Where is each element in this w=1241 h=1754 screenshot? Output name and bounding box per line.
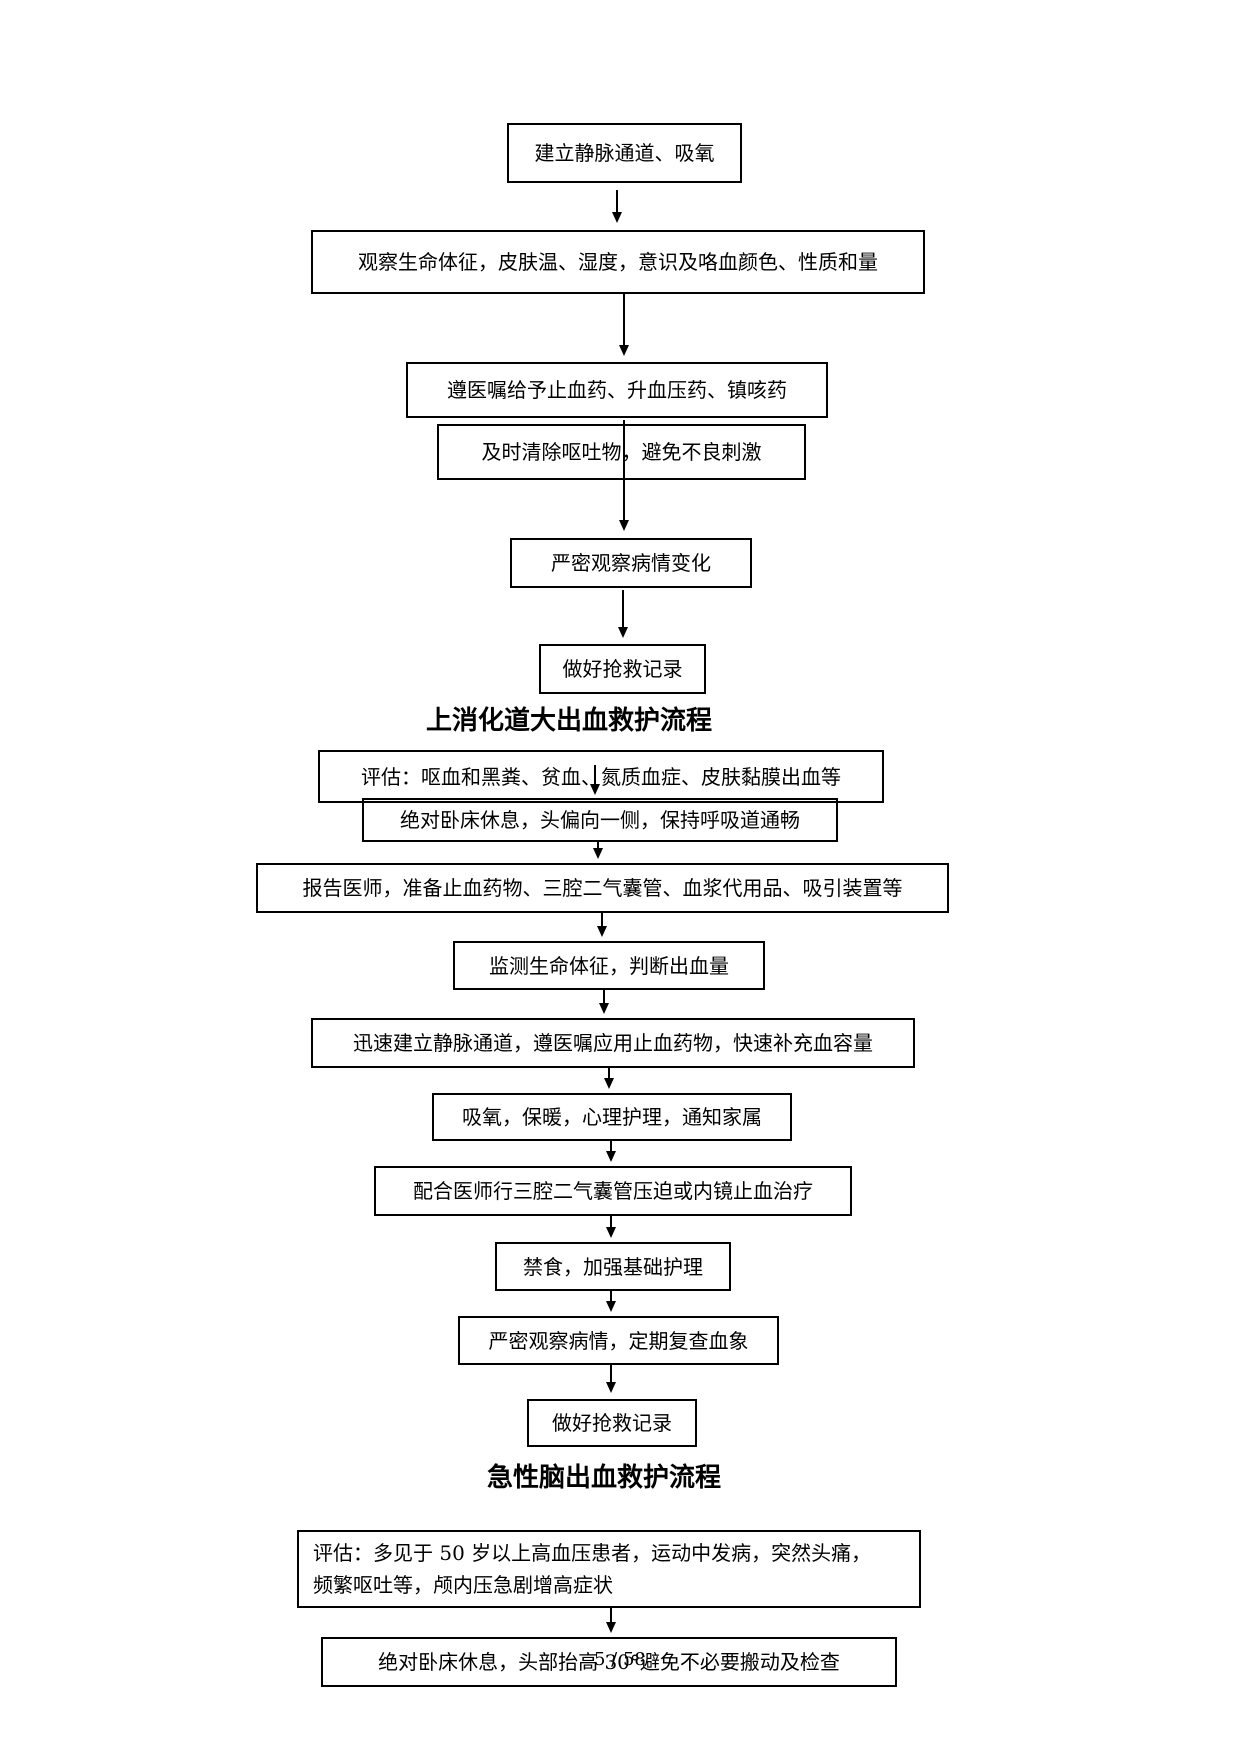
flow2-step-label: 评估：呕血和黑粪、贫血、氮质血症、皮肤黏膜出血等 — [361, 764, 841, 789]
flow2-step-label: 做好抢救记录 — [552, 1411, 672, 1435]
flow2-step-label: 严密观察病情，定期复查血象 — [488, 1328, 749, 1353]
flow2-step-fasting: 禁食，加强基础护理 — [495, 1242, 731, 1291]
arrow-head-7 — [599, 1003, 609, 1014]
flow1-step-label: 及时清除呕吐物，避免不良刺激 — [481, 440, 762, 464]
flow3-assess-line1: 评估：多见于 50 岁以上高血压患者，运动中发病，突然头痛， — [313, 1541, 872, 1565]
flow2-step-oxygen: 吸氧，保暖，心理护理，通知家属 — [432, 1093, 792, 1141]
flow2-step-label: 配合医师行三腔二气囊管压迫或内镜止血治疗 — [413, 1179, 813, 1203]
flow2-step-label: 吸氧，保暖，心理护理，通知家属 — [462, 1105, 762, 1129]
flow2-step-label: 禁食，加强基础护理 — [523, 1254, 703, 1279]
arrow-head-5 — [593, 848, 603, 859]
flow2-step-iv: 迅速建立静脉通道，遵医嘱应用止血药物，快速补充血容量 — [311, 1018, 915, 1068]
arrow-head-13 — [606, 1622, 616, 1633]
flow2-step-balloon: 配合医师行三腔二气囊管压迫或内镜止血治疗 — [374, 1166, 852, 1216]
page-number: 5 / 58 — [594, 1649, 646, 1670]
flow1-step-monitor: 严密观察病情变化 — [510, 538, 752, 588]
arrow-head-11 — [606, 1301, 616, 1312]
flow1-step-observe-vitals: 观察生命体征，皮肤温、湿度，意识及咯血颜色、性质和量 — [311, 230, 925, 294]
flow1-step-record: 做好抢救记录 — [539, 644, 706, 694]
arrow-head-12 — [606, 1382, 616, 1393]
flow2-step-label: 绝对卧床休息，头偏向一侧，保持呼吸道通畅 — [400, 808, 800, 832]
flow2-title: 上消化道大出血救护流程 — [426, 706, 713, 736]
flow1-step-iv-oxygen: 建立静脉通道、吸氧 — [507, 123, 742, 183]
flow2-step-record: 做好抢救记录 — [527, 1399, 697, 1447]
arrow-head-9 — [606, 1151, 616, 1162]
flow2-step-observe: 严密观察病情，定期复查血象 — [458, 1316, 779, 1365]
arrow-head-10 — [606, 1227, 616, 1238]
flow1-step-label: 做好抢救记录 — [562, 657, 683, 681]
arrow-head-6 — [597, 926, 607, 937]
flow2-step-bed-rest: 绝对卧床休息，头偏向一侧，保持呼吸道通畅 — [362, 798, 838, 842]
flow1-step-label: 建立静脉通道、吸氧 — [534, 141, 715, 165]
flow1-step-medication: 遵医嘱给予止血药、升血压药、镇咳药 — [406, 362, 828, 418]
arrow-head-1 — [619, 345, 629, 356]
flow2-step-label: 迅速建立静脉通道，遵医嘱应用止血药物，快速补充血容量 — [353, 1031, 873, 1055]
flow1-step-clear-vomit: 及时清除呕吐物，避免不良刺激 — [437, 424, 806, 480]
flow3-title: 急性脑出血救护流程 — [487, 1463, 722, 1493]
flow3-step-bed-rest: 绝对卧床休息，头部抬高 30°避免不必要搬动及检查 — [321, 1637, 897, 1687]
flow3-step-assess: 评估：多见于 50 岁以上高血压患者，运动中发病，突然头痛， 频繁呕吐等，颅内压… — [297, 1530, 921, 1608]
flow2-step-report: 报告医师，准备止血药物、三腔二气囊管、血浆代用品、吸引装置等 — [256, 863, 949, 913]
flow2-step-label: 监测生命体征，判断出血量 — [489, 953, 729, 978]
arrow-head-3 — [618, 627, 628, 638]
flow2-step-label: 报告医师，准备止血药物、三腔二气囊管、血浆代用品、吸引装置等 — [302, 876, 903, 900]
arrow-head-0 — [612, 212, 622, 223]
flow1-step-label: 观察生命体征，皮肤温、湿度，意识及咯血颜色、性质和量 — [358, 250, 878, 274]
arrow-head-2 — [619, 520, 629, 531]
flow2-step-assess: 评估：呕血和黑粪、贫血、氮质血症、皮肤黏膜出血等 — [318, 750, 884, 803]
arrow-head-8 — [604, 1078, 614, 1089]
flow1-step-label: 严密观察病情变化 — [551, 551, 711, 575]
flow3-assess-line2: 频繁呕吐等，颅内压急剧增高症状 — [313, 1573, 613, 1597]
flow3-step-label: 绝对卧床休息，头部抬高 30°避免不必要搬动及检查 — [378, 1650, 840, 1674]
flow1-step-label: 遵医嘱给予止血药、升血压药、镇咳药 — [447, 378, 787, 402]
flow2-step-vitals: 监测生命体征，判断出血量 — [453, 941, 765, 990]
